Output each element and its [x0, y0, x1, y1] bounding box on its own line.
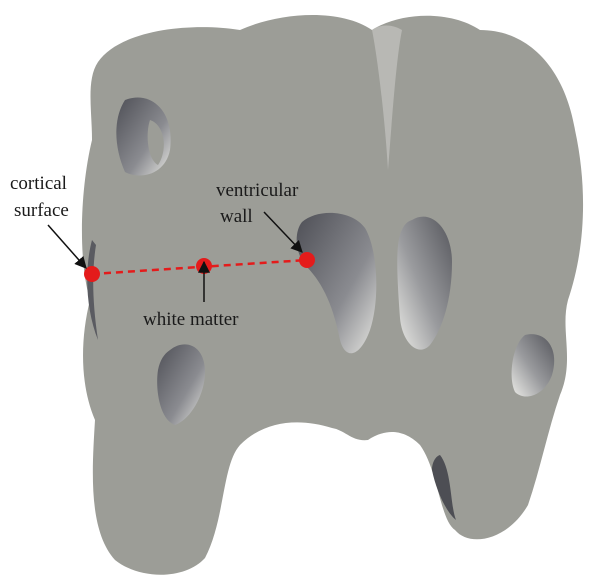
white-matter-label: white matter: [143, 309, 239, 330]
ventricular-label-line2: wall: [220, 206, 253, 227]
ventricular-wall-point: [299, 252, 315, 268]
brain-slice: [82, 15, 583, 575]
cortical-label-line2: surface: [14, 200, 69, 221]
cortical-surface-point: [84, 266, 100, 282]
cortical-arrow: [48, 225, 86, 268]
cortical-label-line1: cortical: [10, 173, 67, 194]
ventricular-label-line1: ventricular: [216, 180, 299, 201]
